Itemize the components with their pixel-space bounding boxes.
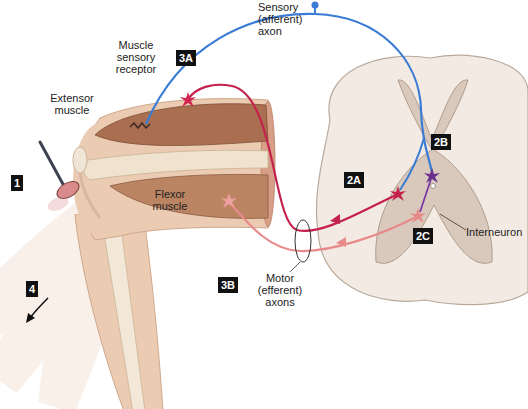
extensor-muscle bbox=[95, 104, 268, 146]
leader-line bbox=[290, 262, 300, 272]
spinal-cord bbox=[316, 55, 528, 304]
callout-number: 3B bbox=[221, 279, 235, 291]
callout-box: 2C bbox=[413, 228, 433, 244]
callout-box: 4 bbox=[26, 281, 38, 297]
interneuron-cell bbox=[424, 168, 440, 183]
part-label: Muscle sensory receptor bbox=[106, 39, 166, 75]
patella bbox=[73, 147, 87, 173]
callout-number: 2C bbox=[416, 230, 430, 242]
movement-arrowhead bbox=[26, 313, 35, 323]
leader-line bbox=[440, 214, 466, 230]
part-label: Motor (efferent) axons bbox=[252, 272, 308, 308]
callout-number: 2A bbox=[347, 174, 361, 186]
part-label: Extensor muscle bbox=[46, 92, 98, 116]
movement-arrow bbox=[30, 298, 48, 318]
interneuron-link bbox=[420, 176, 432, 212]
ganglion-cell bbox=[312, 2, 319, 9]
callout-number: 1 bbox=[14, 177, 20, 189]
part-label: Interneuron bbox=[466, 226, 522, 238]
flexor-muscle bbox=[110, 174, 268, 218]
flexor-motor-neuron bbox=[410, 208, 426, 223]
part-label: Flexor muscle bbox=[146, 188, 194, 212]
nerve-ring bbox=[295, 220, 311, 262]
callout-box: 3B bbox=[218, 277, 238, 293]
central-canal bbox=[431, 184, 436, 189]
callout-number: 4 bbox=[29, 283, 35, 295]
flexor-endplate bbox=[221, 193, 237, 208]
part-label: Sensory (afferent) axon bbox=[258, 1, 316, 37]
axon-arrowhead bbox=[336, 237, 346, 247]
extensor-endplate bbox=[180, 92, 196, 107]
callout-number: 3A bbox=[179, 52, 193, 64]
callout-box: 1 bbox=[11, 175, 23, 191]
sensory-axon bbox=[146, 14, 432, 172]
callout-box: 2A bbox=[344, 172, 364, 188]
callout-box: 3A bbox=[176, 50, 196, 66]
extensor-motor-axon bbox=[188, 85, 398, 231]
sensory-branch bbox=[400, 138, 424, 190]
axon-arrowhead bbox=[330, 214, 340, 224]
patellar-tendon bbox=[80, 173, 100, 218]
flexor-motor-axon bbox=[229, 202, 418, 251]
reflex-hammer bbox=[40, 142, 82, 213]
lower-leg bbox=[75, 205, 171, 409]
callout-box: 2B bbox=[431, 134, 451, 150]
extensor-motor-neuron bbox=[390, 186, 406, 201]
callout-number: 2B bbox=[434, 136, 448, 148]
